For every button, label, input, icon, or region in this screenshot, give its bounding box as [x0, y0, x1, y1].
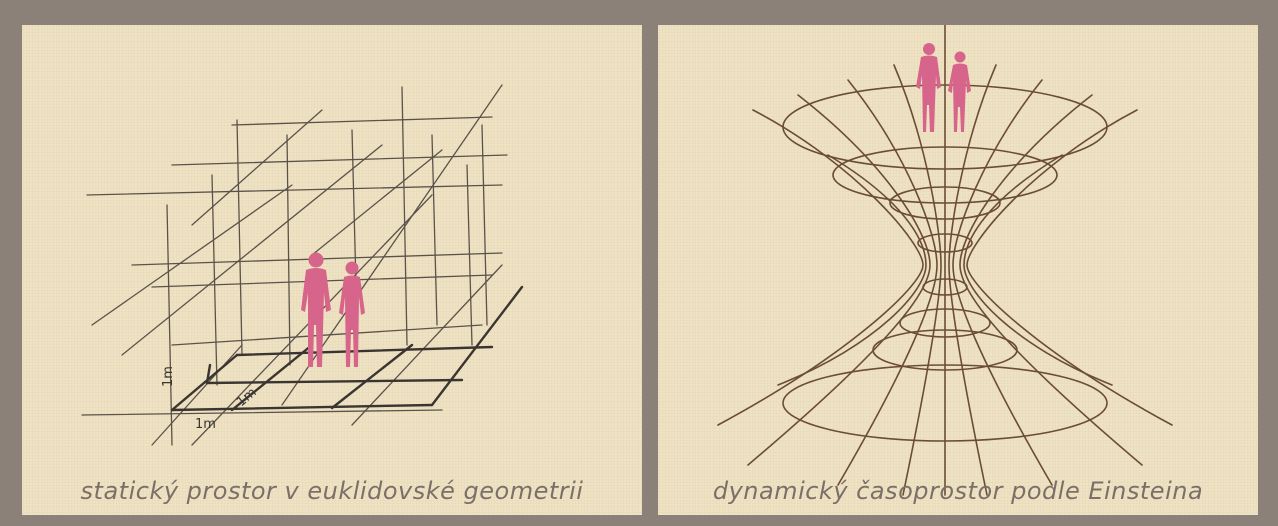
euclidean-caption: statický prostor v euklidovské geometrii: [22, 477, 642, 505]
scale-label-vertical: 1m: [161, 366, 176, 387]
human-couple-icon: [916, 43, 971, 132]
spacetime-panel: dynamický časoprostor podle Einsteina: [658, 25, 1258, 515]
euclidean-grid-diagram: 1m 1m 1m: [22, 25, 642, 515]
euclidean-space-panel: 1m 1m 1m statický prostor v euklidovské …: [22, 25, 642, 515]
spacetime-caption: dynamický časoprostor podle Einsteina: [658, 477, 1258, 505]
spacetime-funnel-diagram: [658, 25, 1258, 515]
human-couple-icon: [301, 253, 365, 368]
scale-label-horizontal: 1m: [195, 417, 216, 432]
